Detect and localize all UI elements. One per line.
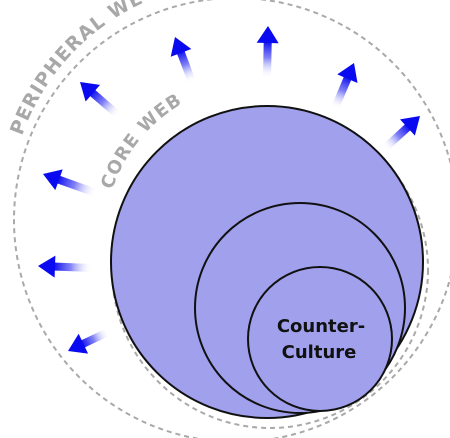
outward-arrow-icon [382,116,420,151]
outward-arrow-icon [67,328,110,354]
outward-arrow-icon [37,255,93,278]
peripheral-web-label: PERIPHERAL WEB [0,0,147,138]
outward-arrow-icon [331,62,358,110]
outward-arrows [37,26,420,354]
outward-arrow-icon [256,26,279,79]
outward-arrow-icon [42,169,98,197]
counter-culture-label-line1: Counter- [277,316,365,337]
counter-culture-label-line2: Culture [282,342,357,363]
counter-culture-circle [247,266,393,412]
outward-arrow-icon [170,37,196,84]
outward-arrow-icon [80,81,121,119]
peripheral-web-ring [13,0,450,438]
